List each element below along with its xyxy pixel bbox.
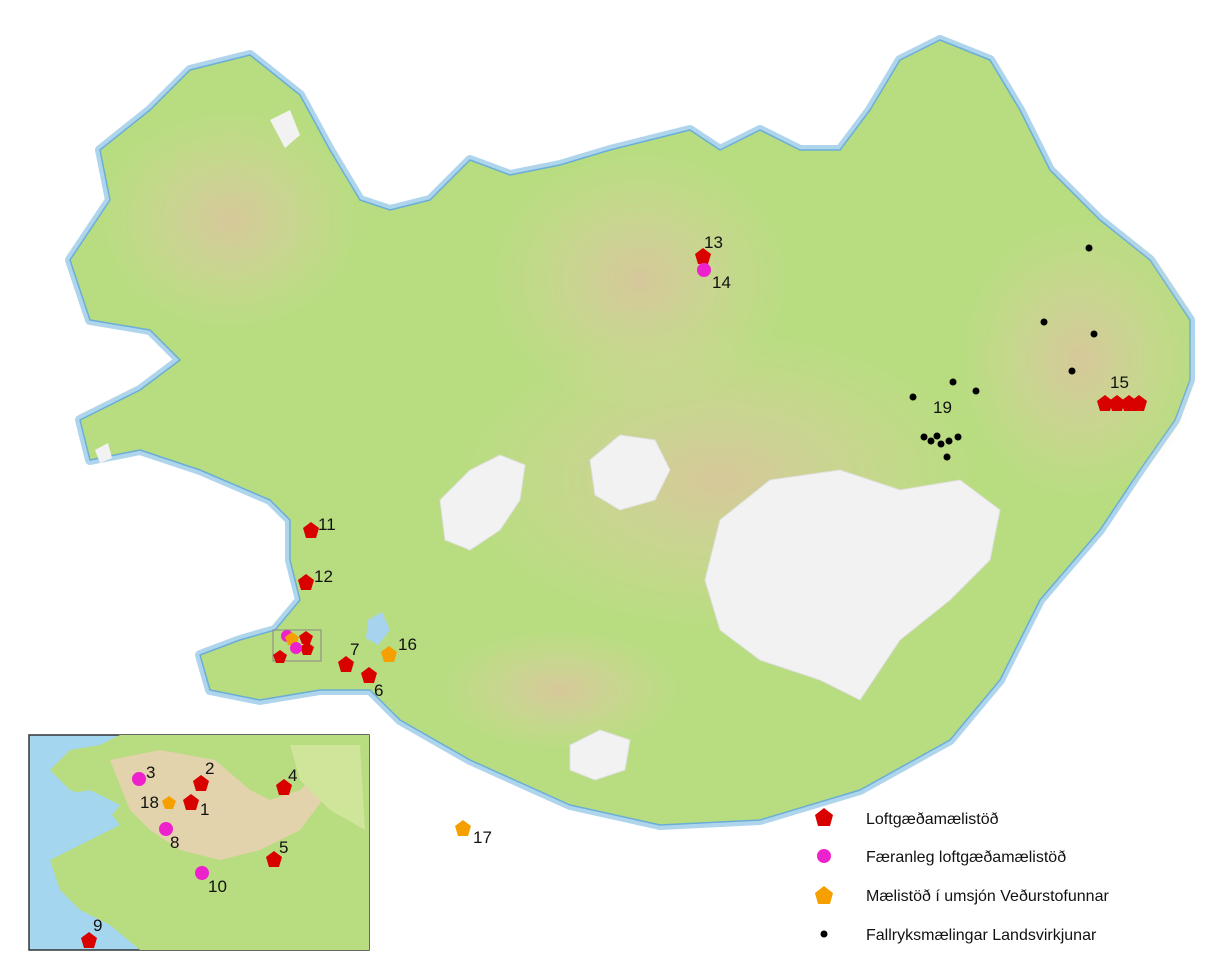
station-symbols: 11 12 13 14 15 16 7 6 17 19 xyxy=(273,233,1147,847)
inset-station-5-label: 5 xyxy=(279,838,288,857)
inset-highland xyxy=(290,745,365,830)
legend-dust-label: Fallryksmælingar Landsvirkjunar xyxy=(866,927,1097,944)
station-15-marker-d xyxy=(1131,395,1147,411)
glacier-vatnajokull xyxy=(704,469,1001,701)
inset-station-3-marker xyxy=(132,772,146,786)
locator-aq-marker-a xyxy=(299,631,313,644)
landmass xyxy=(69,39,1200,826)
station-19-label: 19 xyxy=(933,398,952,417)
station-13-marker xyxy=(695,248,711,264)
station-16-label: 16 xyxy=(398,635,417,654)
station-7-marker xyxy=(338,656,354,672)
legend-mobile-symbol xyxy=(817,849,831,863)
dust-measurement-dots xyxy=(909,244,1098,461)
station-11-label: 11 xyxy=(318,515,336,534)
legend: Loftgæðamælistöð Færanleg loftgæðamælist… xyxy=(815,808,1109,944)
inset-map: 1 2 3 4 5 8 9 10 18 xyxy=(28,734,370,951)
station-13-label: 13 xyxy=(704,233,723,252)
station-15-marker-a xyxy=(1097,395,1113,411)
inset-station-10-label: 10 xyxy=(208,877,227,896)
locator-met-marker xyxy=(285,632,299,645)
highland-west xyxy=(100,110,360,330)
inset-station-10-marker xyxy=(195,866,209,880)
station-12-marker xyxy=(298,574,314,590)
inset-station-1-label: 1 xyxy=(200,800,209,819)
station-14-label: 14 xyxy=(712,273,731,292)
station-15-marker-b xyxy=(1109,395,1125,411)
glacier-langjokull xyxy=(439,454,526,551)
legend-aq-label: Loftgæðamælistöð xyxy=(866,811,999,828)
inset-station-2-marker xyxy=(193,775,209,791)
inset-station-9-marker xyxy=(81,932,97,948)
inset-station-5-marker xyxy=(266,851,282,867)
station-6-marker xyxy=(361,667,377,683)
legend-met-symbol xyxy=(815,886,833,904)
legend-met-label: Mælistöð í umsjón Veðurstofunnar xyxy=(866,888,1109,905)
inset-station-18-label: 18 xyxy=(140,793,159,812)
inset-station-4-marker xyxy=(276,779,292,795)
glacier-hofsjokull xyxy=(589,434,671,511)
inset-station-8-marker xyxy=(159,822,173,836)
inset-station-8-label: 8 xyxy=(170,833,179,852)
inset-station-1-marker xyxy=(183,794,199,810)
highland-south xyxy=(440,630,680,750)
legend-aq-symbol xyxy=(815,808,833,826)
lake-thingvallavatn xyxy=(366,612,390,645)
station-16-marker xyxy=(381,646,397,662)
legend-mobile-label: Færanleg loftgæðamælistöð xyxy=(866,849,1066,866)
inset-station-3-label: 3 xyxy=(146,763,155,782)
station-12-label: 12 xyxy=(314,567,333,586)
glacier-snaefells xyxy=(95,443,112,463)
station-15-label: 15 xyxy=(1110,373,1129,392)
inset-bay xyxy=(35,790,120,840)
station-17-label: 17 xyxy=(473,828,492,847)
station-11-marker xyxy=(303,522,319,538)
inset-locator-box xyxy=(272,629,322,662)
station-17-marker xyxy=(455,820,471,836)
glacier-drangajokull xyxy=(270,110,300,148)
inset-station-4-label: 4 xyxy=(288,766,297,785)
station-6-label: 6 xyxy=(374,681,383,700)
locator-mobile-marker-b xyxy=(290,642,302,654)
inset-station-9-label: 9 xyxy=(93,916,102,935)
station-14-marker xyxy=(697,263,711,277)
inset-station-2-label: 2 xyxy=(205,759,214,778)
locator-aq-marker-b xyxy=(300,642,314,655)
inset-station-18-marker xyxy=(162,796,176,809)
station-7-label: 7 xyxy=(350,640,359,659)
glacier-myrdalsjokull xyxy=(569,729,631,781)
locator-aq-marker-c xyxy=(273,650,287,663)
legend-dust-symbol xyxy=(820,930,828,938)
highland-east xyxy=(960,220,1200,500)
